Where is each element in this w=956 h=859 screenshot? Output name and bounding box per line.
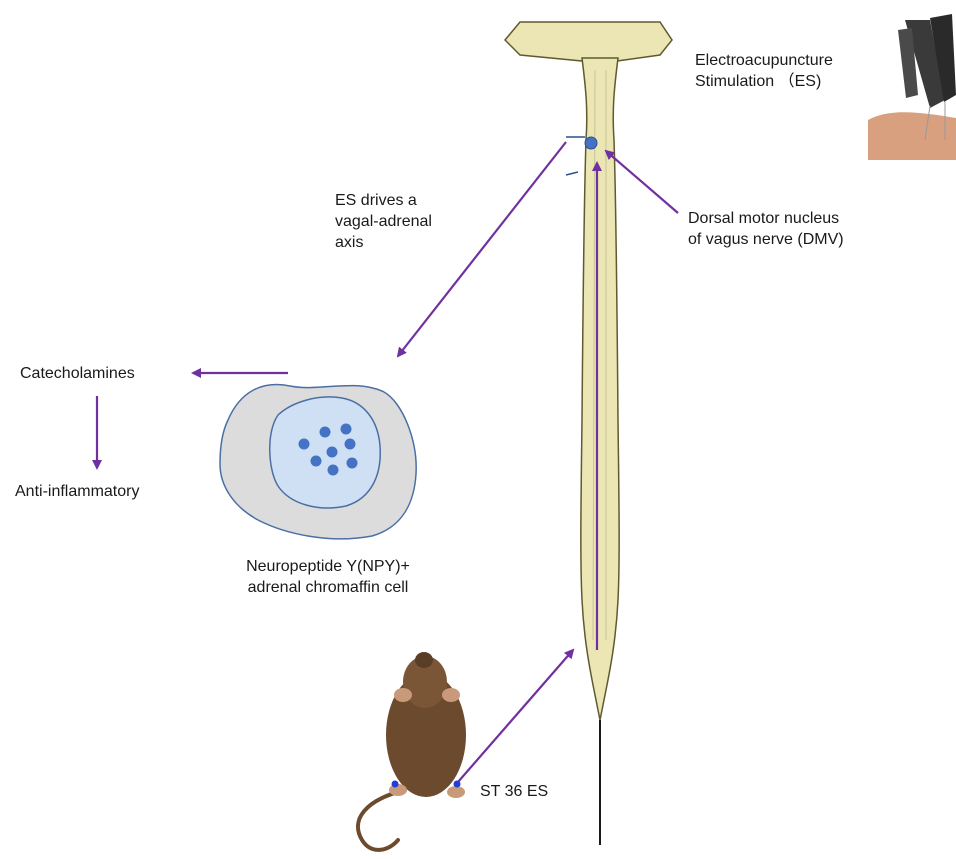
dmv-dot <box>585 137 597 149</box>
es-axis-line-1: ES drives a <box>335 190 432 211</box>
granule <box>341 424 352 435</box>
granule <box>327 447 338 458</box>
granule <box>328 465 339 476</box>
es-axis-line-3: axis <box>335 232 432 253</box>
npy-cell-label: Neuropeptide Y(NPY)+ adrenal chromaffin … <box>228 556 428 598</box>
arrow-st36-to-cord <box>458 650 573 782</box>
electrode-clip-icon <box>868 14 956 160</box>
st36-point <box>454 781 461 788</box>
granule <box>311 456 322 467</box>
catecholamines-label: Catecholamines <box>20 363 135 384</box>
es-axis-label: ES drives a vagal-adrenal axis <box>335 190 432 253</box>
dmv-label: Dorsal motor nucleus of vagus nerve (DMV… <box>688 208 844 250</box>
dmv-line-1: Dorsal motor nucleus <box>688 208 844 229</box>
granule <box>345 439 356 450</box>
mouse-illustration <box>358 652 466 850</box>
chromaffin-cell-illustration <box>220 384 416 538</box>
dmv-bracket <box>566 137 585 175</box>
st36-point <box>392 781 399 788</box>
dmv-line-2: of vagus nerve (DMV) <box>688 229 844 250</box>
granule <box>347 458 358 469</box>
granule <box>320 427 331 438</box>
st36-label: ST 36 ES <box>480 781 548 802</box>
es-title-label: Electroacupuncture Stimulation （ES) <box>695 50 833 92</box>
es-axis-line-2: vagal-adrenal <box>335 211 432 232</box>
es-title-line-2: Stimulation （ES) <box>695 71 833 92</box>
es-title-line-1: Electroacupuncture <box>695 50 833 71</box>
npy-cell-line-2: adrenal chromaffin cell <box>228 577 428 598</box>
granule <box>299 439 310 450</box>
npy-cell-line-1: Neuropeptide Y(NPY)+ <box>228 556 428 577</box>
anti-inflammatory-label: Anti-inflammatory <box>15 481 139 502</box>
arrow-dmv-label <box>606 151 678 213</box>
